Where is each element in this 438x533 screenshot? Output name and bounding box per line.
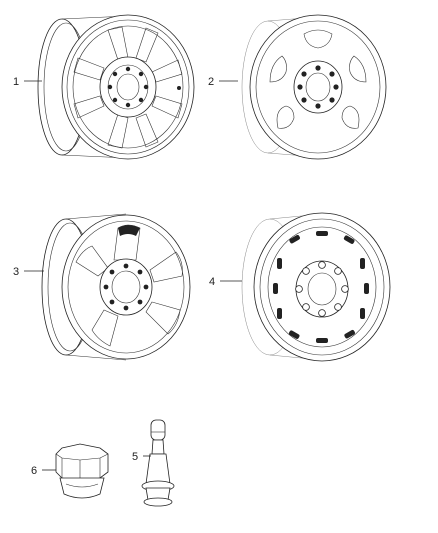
callout-4: 4	[209, 276, 215, 288]
callout-3: 3	[13, 266, 19, 278]
wheel-steel-5-window-icon	[241, 14, 387, 160]
wheel-6-spoke-alloy-icon	[37, 14, 195, 160]
callout-5: 5	[132, 451, 138, 463]
lug-nut-icon	[55, 443, 109, 499]
wheel-steel-slotted-icon	[241, 212, 391, 362]
callout-2: 2	[208, 76, 214, 88]
wheel-5-spoke-alloy-icon	[41, 213, 191, 361]
callout-6: 6	[31, 465, 37, 477]
callout-1: 1	[13, 76, 19, 88]
valve-stem-icon	[141, 419, 175, 507]
